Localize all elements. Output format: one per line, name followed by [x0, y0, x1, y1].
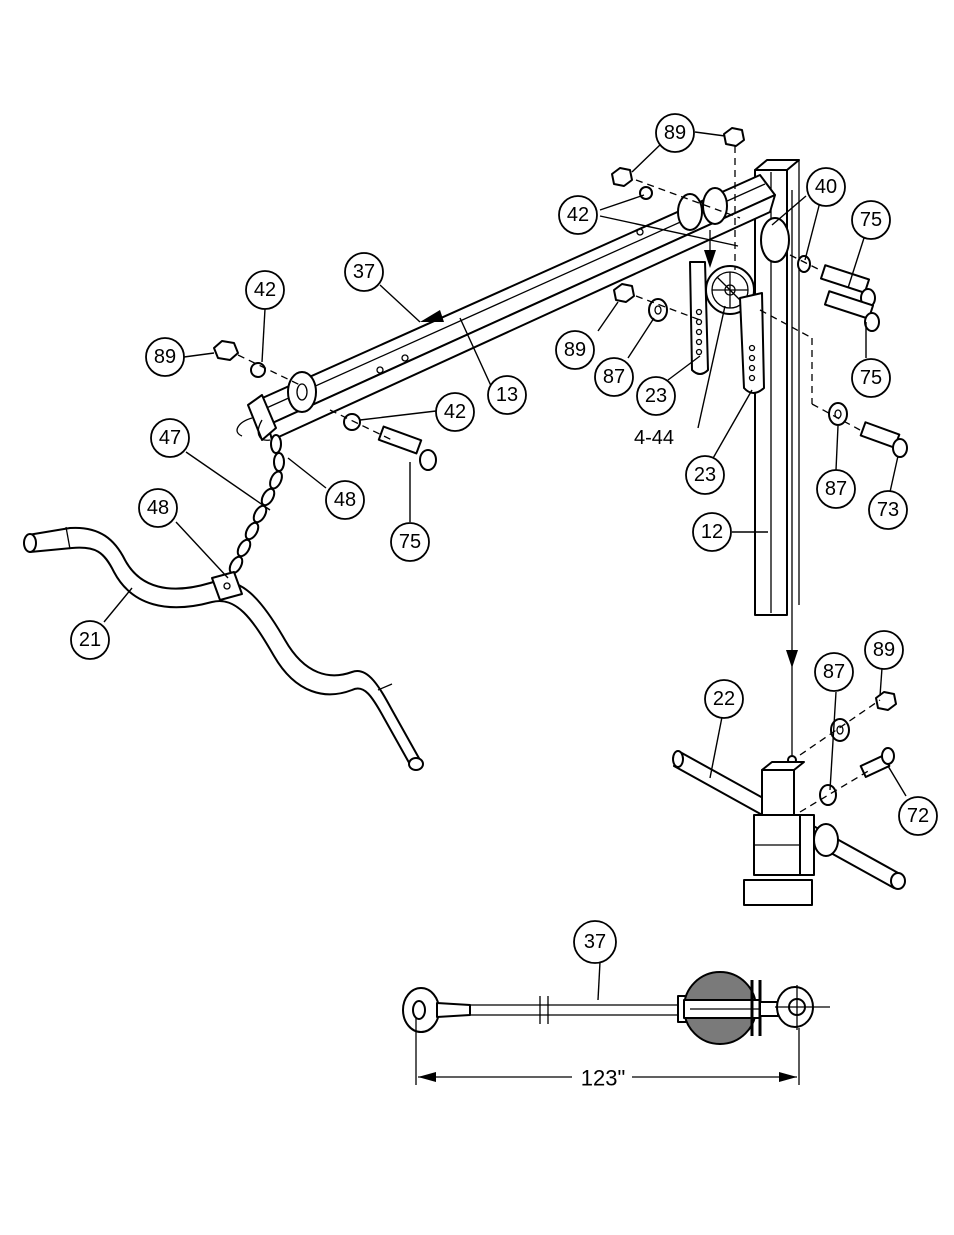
svg-text:42: 42 [567, 204, 589, 226]
callout-23-left: 23 [637, 377, 675, 415]
svg-text:75: 75 [860, 367, 882, 389]
callout-75-top: 75 [852, 201, 890, 239]
pulley-quantity-label: 4-44 [634, 427, 674, 449]
callout-89-mid: 89 [556, 331, 594, 369]
svg-text:87: 87 [823, 661, 845, 683]
svg-text:73: 73 [877, 499, 899, 521]
callout-89-low: 89 [865, 631, 903, 669]
chain [227, 435, 284, 575]
callout-73: 73 [869, 491, 907, 529]
callout-37-cable: 37 [574, 921, 616, 963]
callout-47: 47 [151, 419, 189, 457]
pulley-bracket-right [740, 293, 764, 393]
svg-text:40: 40 [815, 176, 837, 198]
svg-text:23: 23 [645, 385, 667, 407]
callout-87-right: 87 [817, 470, 855, 508]
callout-23-right: 23 [686, 456, 724, 494]
callout-89-top: 89 [656, 114, 694, 152]
svg-text:87: 87 [603, 366, 625, 388]
callout-40: 40 [807, 168, 845, 206]
callout-22: 22 [705, 680, 743, 718]
svg-text:12: 12 [701, 521, 723, 543]
callout-48-right: 48 [326, 481, 364, 519]
svg-text:87: 87 [825, 478, 847, 500]
callout-48-left: 48 [139, 489, 177, 527]
svg-text:48: 48 [147, 497, 169, 519]
callout-87-low: 87 [815, 653, 853, 691]
cable-length-dimension: 123" [581, 1066, 626, 1091]
callout-89-left: 89 [146, 338, 184, 376]
svg-text:22: 22 [713, 688, 735, 710]
callout-42-left: 42 [246, 271, 284, 309]
svg-text:37: 37 [584, 931, 606, 953]
svg-text:48: 48 [334, 489, 356, 511]
svg-text:75: 75 [860, 209, 882, 231]
callout-13: 13 [488, 376, 526, 414]
svg-text:47: 47 [159, 427, 181, 449]
svg-text:89: 89 [564, 339, 586, 361]
svg-text:89: 89 [873, 639, 895, 661]
callout-42-top: 42 [559, 196, 597, 234]
callout-87-mid: 87 [595, 358, 633, 396]
callout-21: 21 [71, 621, 109, 659]
svg-text:75: 75 [399, 531, 421, 553]
callout-12: 12 [693, 513, 731, 551]
callout-75-right: 75 [852, 359, 890, 397]
svg-text:42: 42 [444, 401, 466, 423]
svg-text:37: 37 [353, 261, 375, 283]
svg-text:42: 42 [254, 279, 276, 301]
cable-detail: 123" [403, 972, 830, 1091]
svg-text:13: 13 [496, 384, 518, 406]
callout-37-top: 37 [345, 253, 383, 291]
callout-72: 72 [899, 797, 937, 835]
callout-75-bottom: 75 [391, 523, 429, 561]
front-pulley [288, 372, 316, 412]
svg-text:89: 89 [154, 346, 176, 368]
hardware [214, 128, 907, 805]
callout-42-mid: 42 [436, 393, 474, 431]
svg-text:89: 89 [664, 122, 686, 144]
svg-text:21: 21 [79, 629, 101, 651]
svg-text:23: 23 [694, 464, 716, 486]
svg-text:72: 72 [907, 805, 929, 827]
